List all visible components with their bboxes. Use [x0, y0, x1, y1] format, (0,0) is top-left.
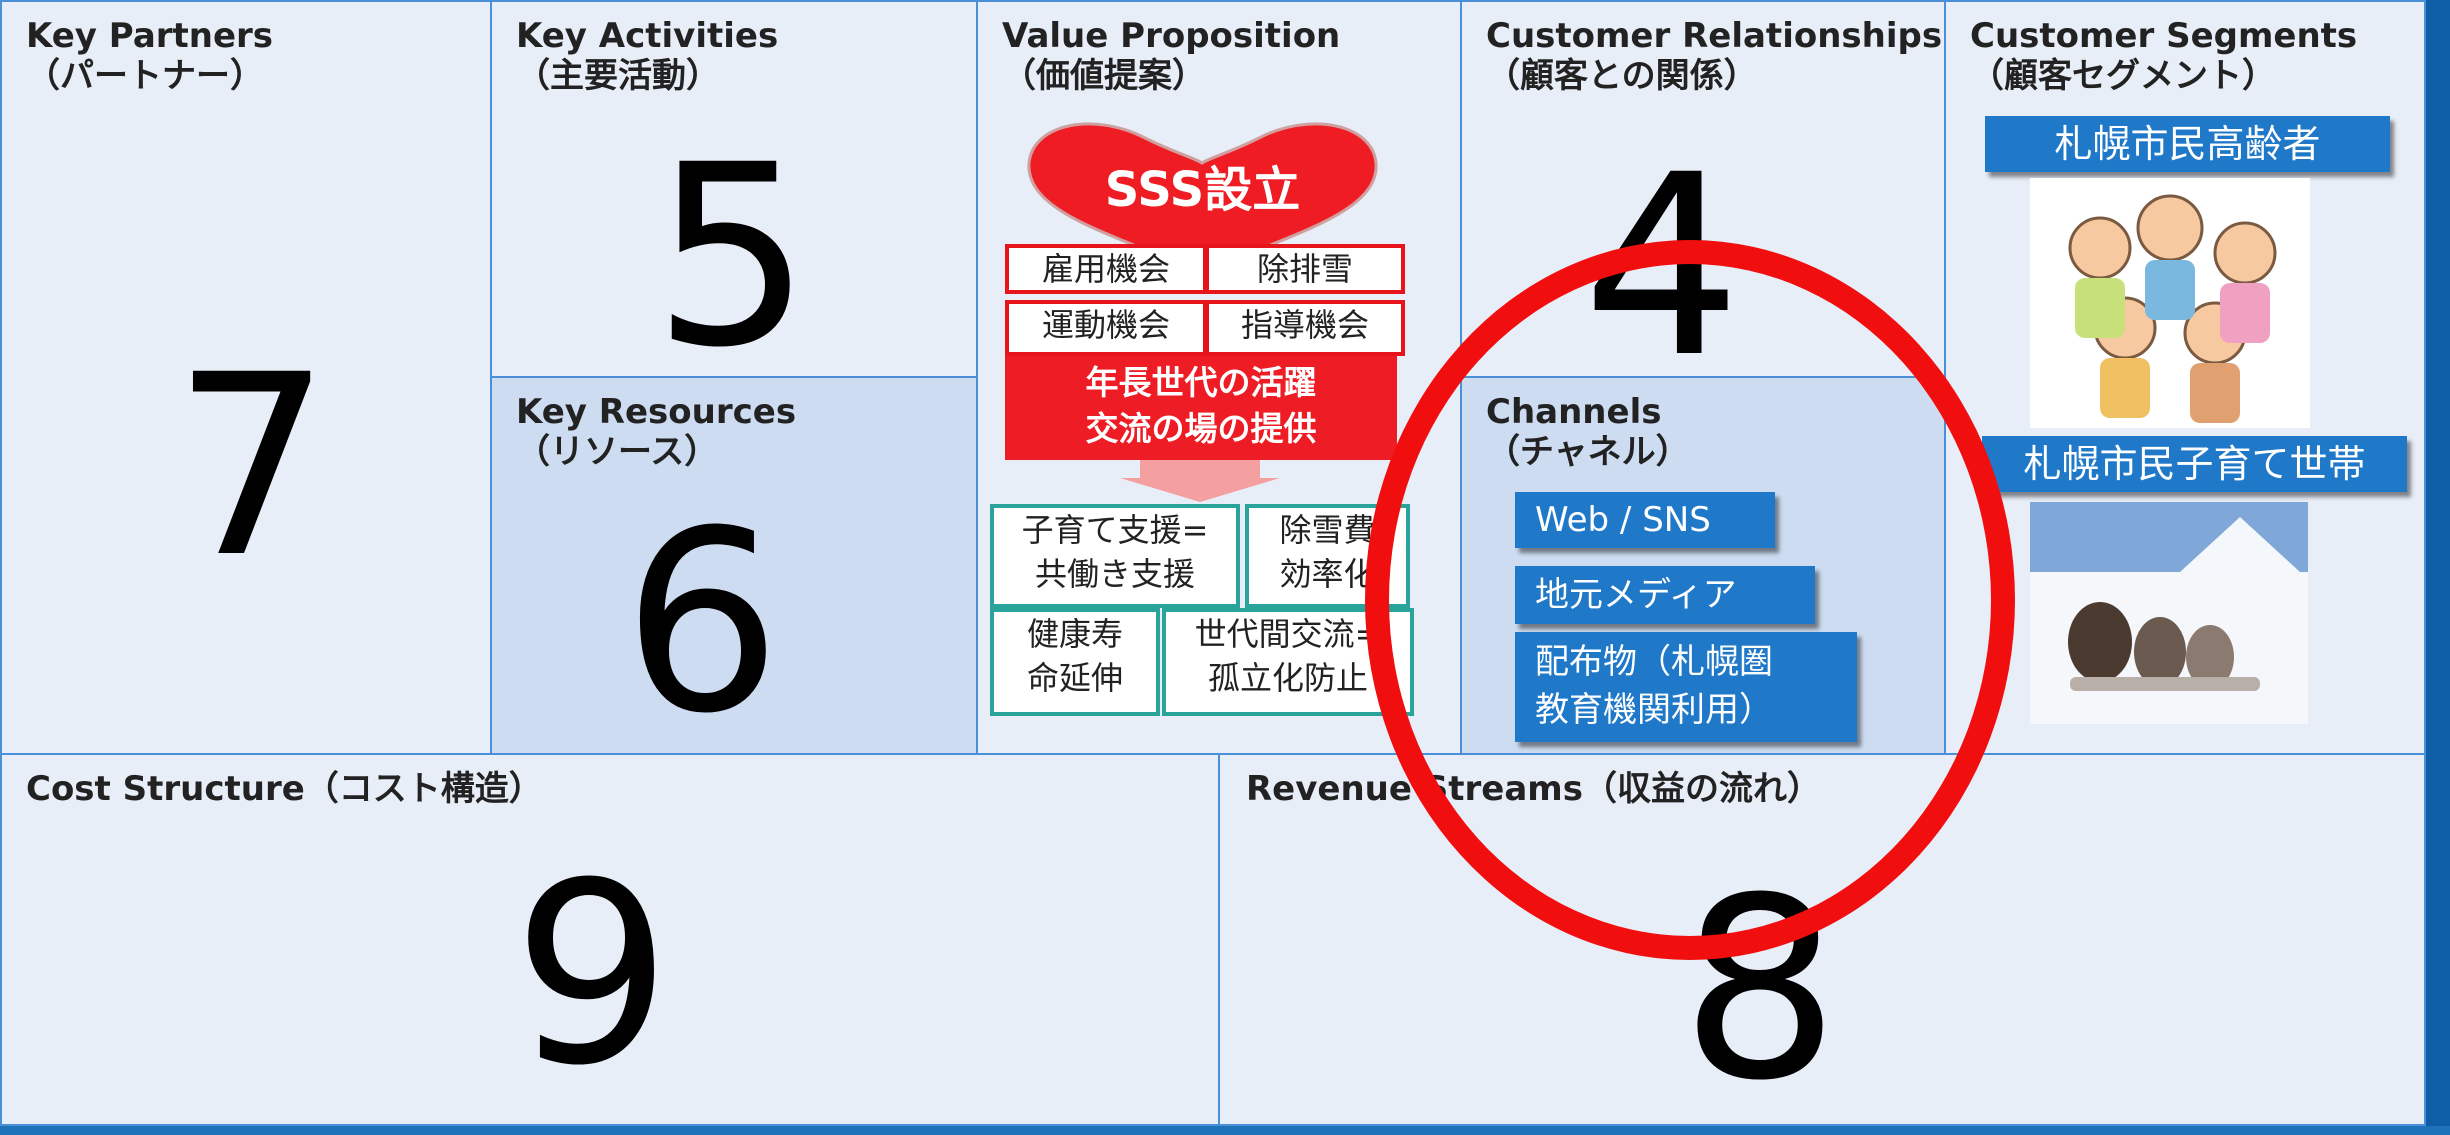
- customer-relationships-title: Customer Relationships （顧客との関係）: [1486, 16, 1943, 96]
- outcome-health: 健康寿 命延伸: [990, 608, 1160, 716]
- vp-banner-line2: 交流の場の提供: [1085, 409, 1317, 448]
- family-photo: [2030, 502, 2308, 724]
- highlight-circle: [1365, 240, 2015, 960]
- segment-families: 札幌市民子育て世帯: [1982, 436, 2407, 492]
- heart-label: SSS設立: [1104, 162, 1301, 218]
- cost-structure-block: Cost Structure（コスト構造） 9: [0, 753, 1220, 1126]
- heart-shape: [1027, 122, 1378, 278]
- elderly-people-icon: [2068, 194, 2277, 423]
- edge-decoration: [2426, 0, 2450, 1126]
- key-activities-block: Key Activities （主要活動） 5: [490, 0, 978, 382]
- value-proposition-title: Value Proposition （価値提案）: [1002, 16, 1341, 96]
- key-partners-block: Key Partners （パートナー） 7: [0, 0, 492, 755]
- key-resources-number: 6: [622, 477, 782, 768]
- key-activities-title: Key Activities （主要活動）: [516, 16, 779, 96]
- vp-red-banner: 年長世代の活躍 交流の場の提供: [1005, 356, 1397, 460]
- vp-box-employment: 雇用機会: [1005, 244, 1207, 294]
- vp-box-snow-removal: 除排雪: [1205, 244, 1405, 294]
- key-resources-block: Key Resources （リソース） 6: [490, 376, 978, 755]
- customer-segments-title: Customer Segments （顧客セグメント）: [1970, 16, 2358, 96]
- key-partners-title: Key Partners （パートナー）: [26, 16, 274, 96]
- cost-structure-number: 9: [512, 829, 672, 1120]
- segment-elderly: 札幌市民高齢者: [1985, 116, 2390, 172]
- vp-box-exercise: 運動機会: [1005, 300, 1207, 356]
- key-partners-number: 7: [172, 321, 332, 612]
- elderly-illustration: [2030, 178, 2310, 428]
- key-resources-title: Key Resources （リソース）: [516, 392, 797, 472]
- cost-structure-title: Cost Structure（コスト構造）: [26, 769, 543, 809]
- key-activities-number: 5: [652, 111, 812, 402]
- outcome-childcare: 子育て支援= 共働き支援: [990, 504, 1240, 608]
- snow-family-photo-icon: [2030, 502, 2308, 724]
- vp-banner-line1: 年長世代の活躍: [1085, 363, 1317, 402]
- down-arrow-icon: [1120, 460, 1280, 502]
- vp-box-coaching: 指導機会: [1205, 300, 1405, 356]
